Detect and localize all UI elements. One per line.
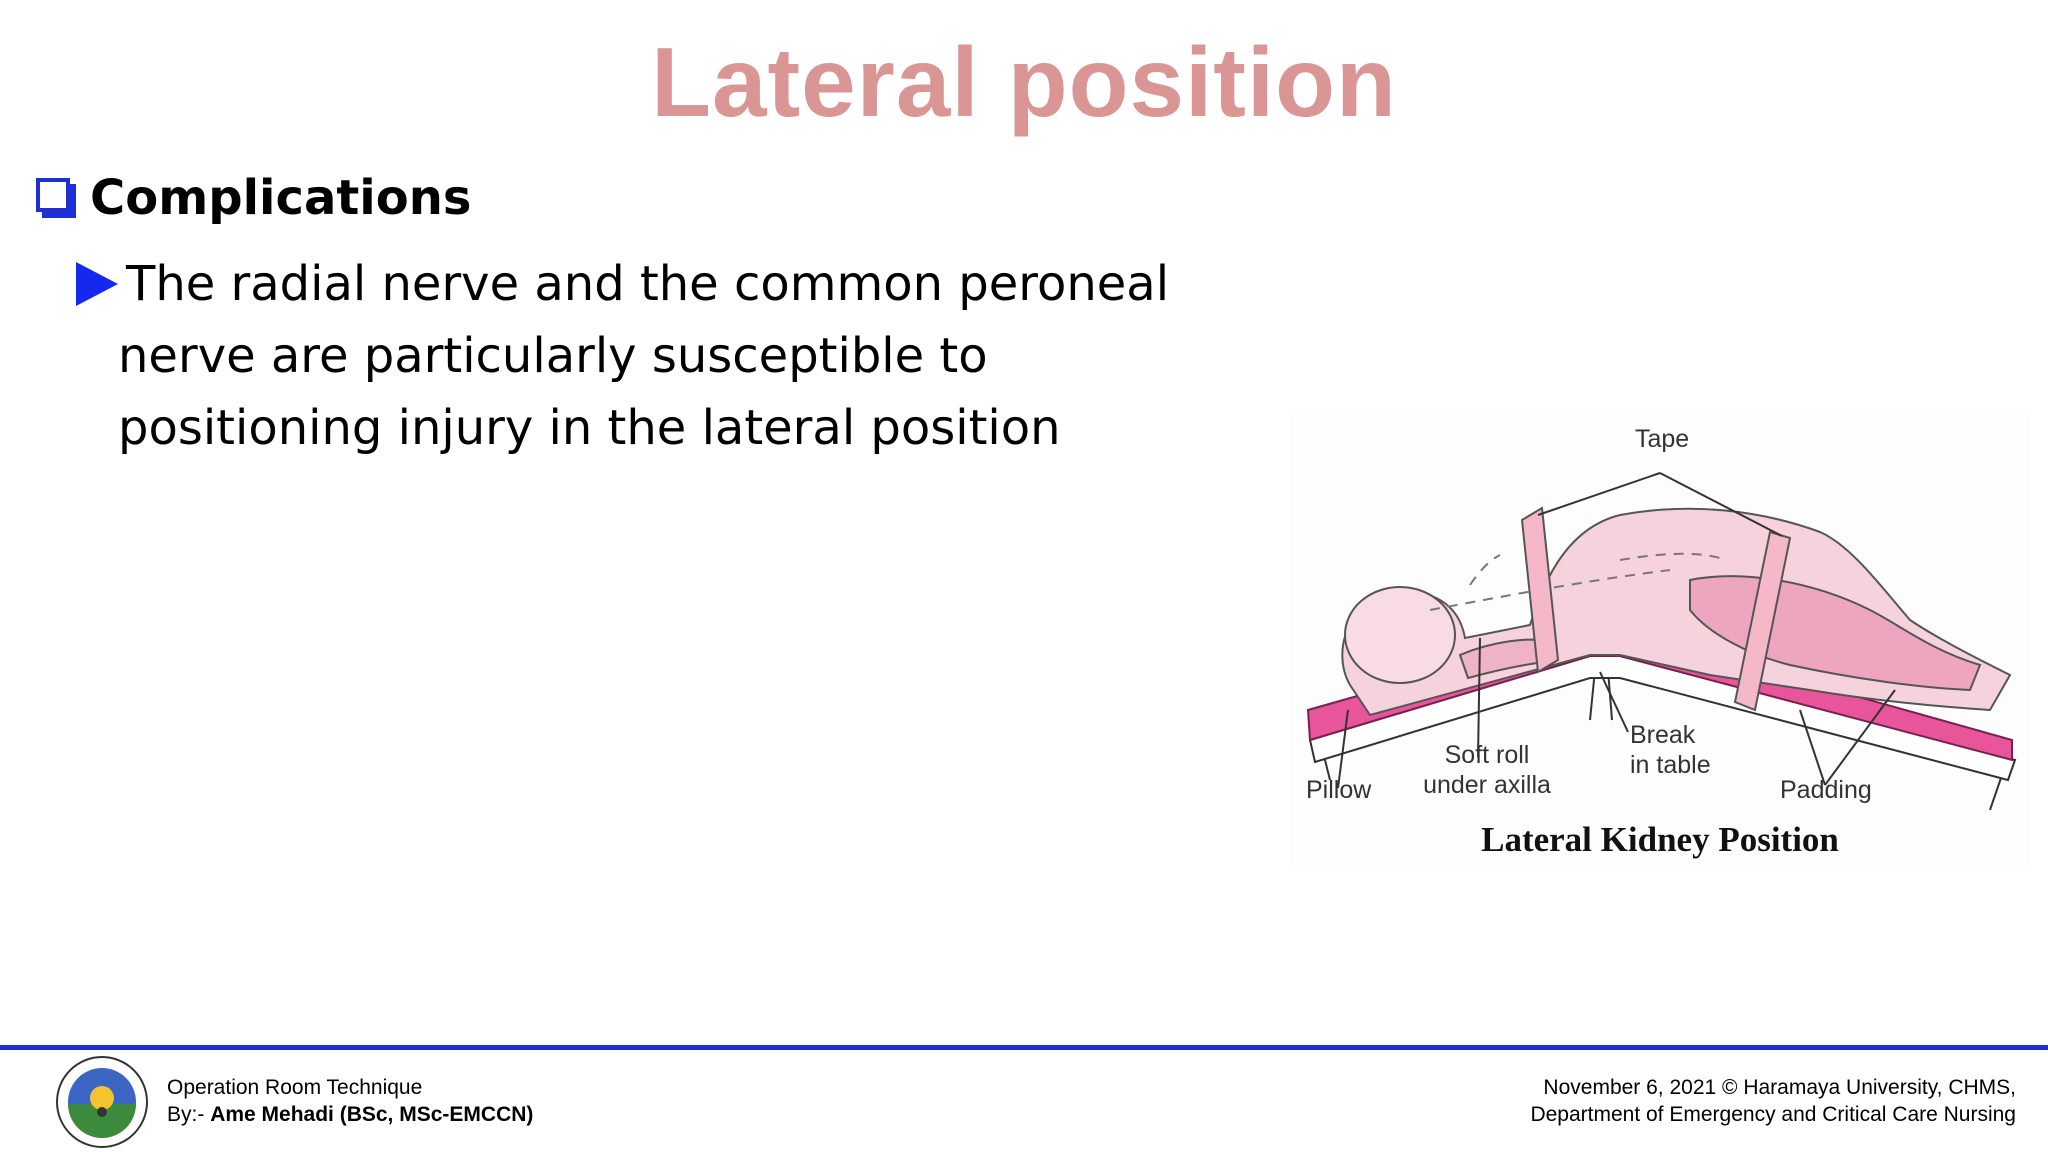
university-logo-icon (56, 1056, 148, 1148)
label-soft-roll-line-2: under axilla (1423, 771, 1551, 799)
label-soft-roll-line-1: Soft roll (1444, 741, 1530, 769)
slide-title: Lateral position (651, 27, 1397, 137)
label-break-line-2: in table (1630, 751, 1711, 779)
label-tape: Tape (1635, 425, 1690, 453)
heading-text: Complications (90, 170, 472, 226)
label-padding: Padding (1780, 776, 1872, 804)
label-break-line-1: Break (1630, 721, 1696, 749)
arrow-bullet-icon (76, 262, 118, 306)
checkbox-bullet-icon (36, 178, 76, 218)
author-prefix: By:- (167, 1103, 205, 1126)
lateral-kidney-position-figure: Tape Pillow Soft roll under axilla Break… (1290, 410, 2030, 870)
figure-caption: Lateral Kidney Position (1481, 820, 1839, 859)
author-line: By:- Ame Mehadi (BSc, MSc-EMCCN) (167, 1101, 533, 1128)
course-name: Operation Room Technique (167, 1076, 423, 1099)
bullet-item: The radial nerve and the common peroneal… (76, 248, 1216, 464)
bullet-line-3: positioning injury in the lateral positi… (118, 400, 1061, 456)
footer-course-info: Operation Room Technique By:- Ame Mehadi… (167, 1074, 533, 1128)
label-soft-roll: Soft roll under axilla (1412, 740, 1562, 800)
footer-copyright: November 6, 2021 © Haramaya University, … (1530, 1074, 2016, 1128)
date-copyright: November 6, 2021 © Haramaya University, … (1543, 1076, 2016, 1099)
label-break-in-table: Break in table (1630, 720, 1711, 780)
bullet-line-2: nerve are particularly susceptible to (118, 328, 988, 384)
bullet-text: The radial nerve and the common peroneal… (76, 248, 1216, 464)
footer-divider (0, 1045, 2048, 1050)
bullet-line-1: The radial nerve and the common peroneal (126, 256, 1170, 312)
department-name: Department of Emergency and Critical Car… (1530, 1103, 2016, 1126)
patient-illustration (1306, 472, 2017, 810)
section-heading: Complications (36, 168, 471, 228)
label-pillow: Pillow (1306, 776, 1372, 804)
author-name: Ame Mehadi (BSc, MSc-EMCCN) (210, 1103, 534, 1126)
